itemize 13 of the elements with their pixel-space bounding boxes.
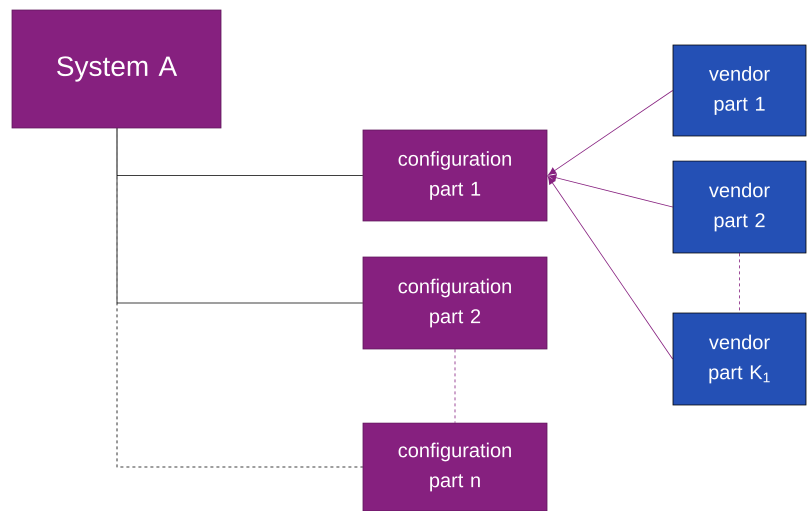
vendor-box: vendor part K$_{1}$ [672,312,806,406]
configuration-box: configuration part 2 [362,256,548,350]
connector [739,253,740,313]
connector [548,90,673,176]
configuration-box: configuration part 1 [362,130,548,222]
vendor-box: vendor part 2 [672,160,806,254]
vendor-box: vendor part 1 [672,44,806,136]
connector [116,128,363,468]
connector [548,176,673,360]
connector [548,174,673,208]
system-box: System A [12,10,222,128]
connector [454,349,456,423]
configuration-box: configuration part n [362,422,548,511]
